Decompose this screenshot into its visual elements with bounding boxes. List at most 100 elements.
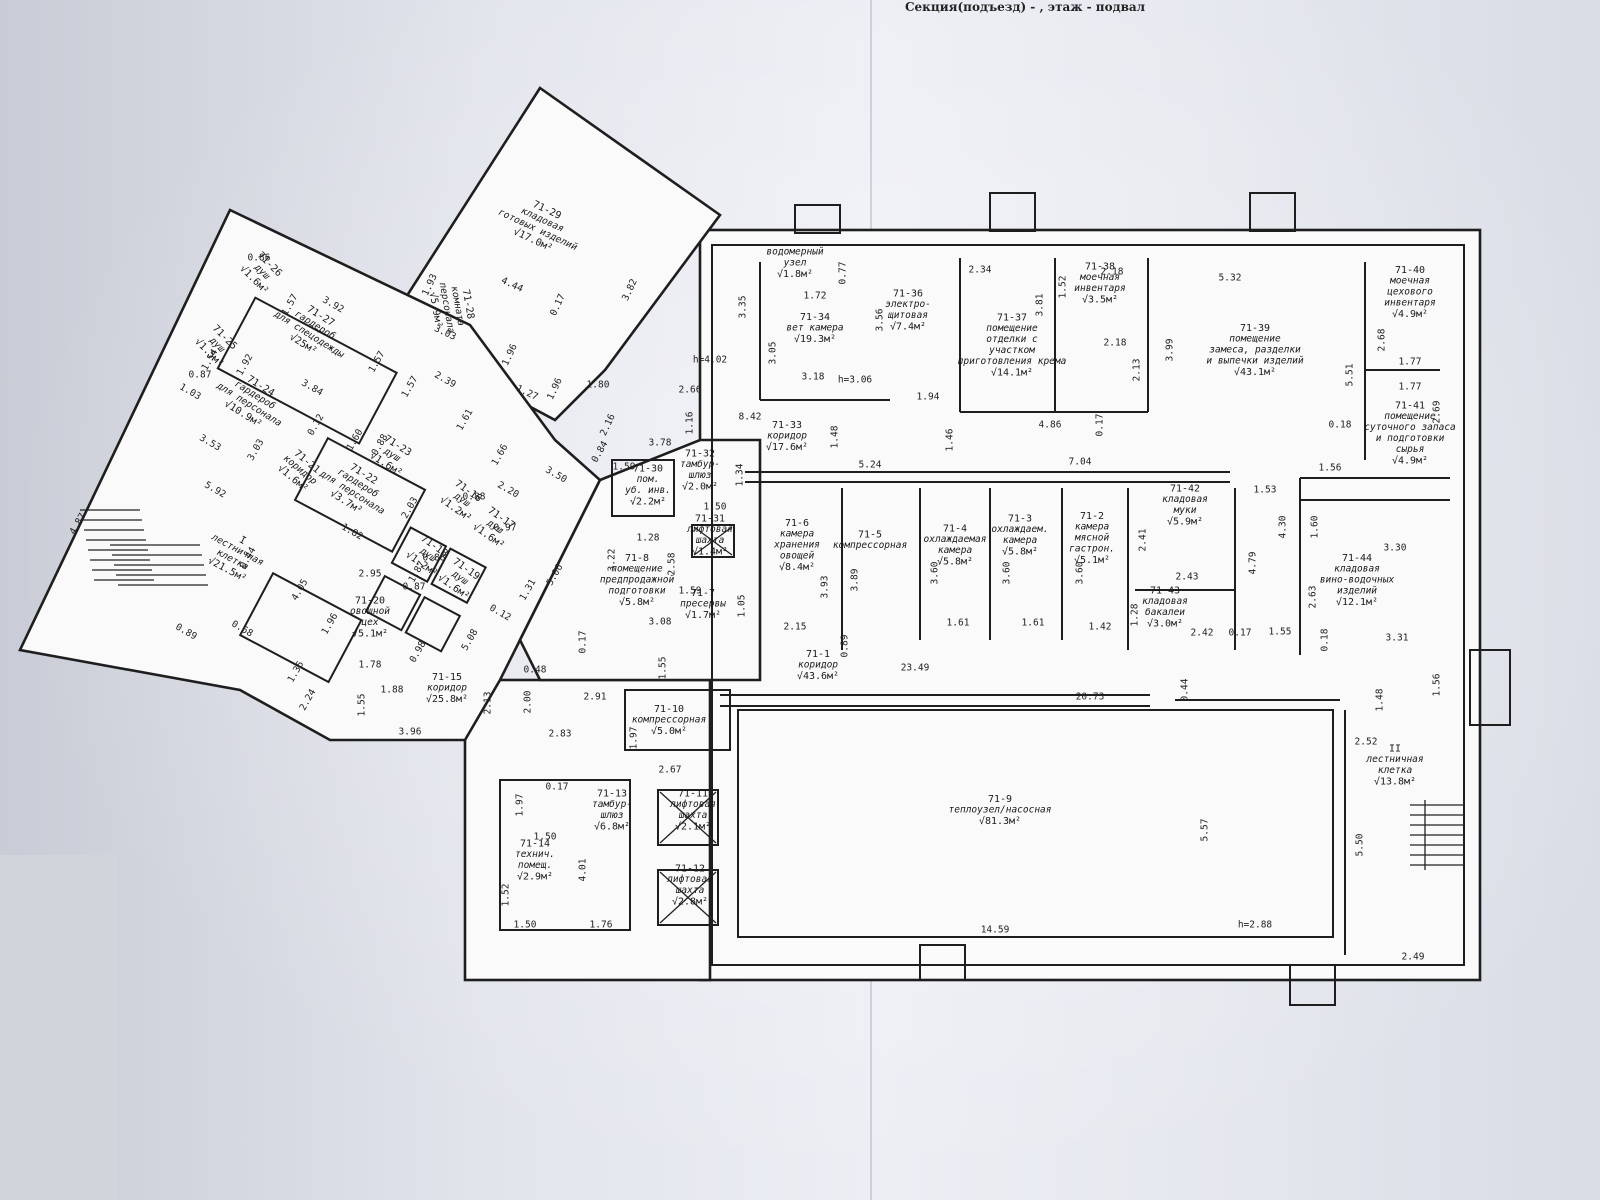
dimension-label: 1.94: [917, 392, 940, 403]
dimension-label: 5.24: [859, 460, 882, 471]
wall-room-71-22: [293, 436, 427, 554]
room-number: 71-10: [654, 704, 684, 715]
room-name: кладовая: [1142, 596, 1188, 607]
dimension-label: 1.55: [658, 657, 669, 680]
room-name: охлаждаем.: [991, 524, 1048, 535]
dimension-label: 1.05: [737, 595, 748, 618]
dimension-label: 8.42: [739, 412, 762, 423]
room-area: √43.6м²: [797, 670, 839, 682]
room-name: камера: [938, 545, 973, 556]
room-area: √1.8м²: [777, 268, 813, 280]
dimension-label: 0.97: [494, 523, 517, 534]
room-number: 71-31: [695, 514, 725, 525]
room-number: 71-4: [943, 524, 967, 535]
dimension-label: 1.48: [1375, 688, 1386, 711]
dimension-label: 0.87: [403, 582, 426, 593]
room-area: √2.9м²: [517, 871, 553, 883]
room-area: √2.0м²: [682, 481, 718, 493]
dimension-label: 2.91: [584, 692, 607, 703]
room-number: 71-7: [691, 588, 715, 599]
dimension-label: 0.77: [838, 262, 849, 285]
room-name: помещение: [611, 564, 663, 575]
dimension-label: 1.50: [704, 502, 727, 513]
window-pit-6: [1469, 649, 1511, 726]
dimension-label: 3.60: [930, 561, 941, 584]
room-number: 71-2: [1080, 511, 1104, 522]
wall-inner-east: [711, 244, 1465, 966]
dimension-label: 1.59: [679, 586, 702, 597]
dimension-label: 0.87: [189, 370, 212, 381]
room-name: помещение: [1229, 334, 1281, 345]
room-number: 71-15: [432, 672, 462, 683]
dimension-label: 2.18: [1104, 338, 1127, 349]
wall-room-shower-3: [364, 574, 422, 632]
room-name: шахта: [696, 535, 725, 546]
room-area: √7.4м²: [890, 321, 926, 333]
room-name: гастрон.: [1069, 544, 1115, 555]
walls: [18, 86, 1482, 982]
dimension-label: 2.18: [1101, 267, 1124, 278]
dimension-label: 2.52: [1355, 737, 1378, 748]
wall-room-71-20: [238, 571, 363, 684]
dimension-label: 3.35: [738, 296, 749, 319]
dimension-label: 3.81: [1035, 293, 1046, 316]
room-name: камера: [1003, 535, 1038, 546]
room-name: тамбур-: [592, 799, 632, 810]
room-name: отделки с: [986, 334, 1038, 345]
dimension-label: 3.93: [820, 576, 831, 599]
room-name: электро-: [885, 299, 931, 310]
room-name: цех: [361, 617, 378, 628]
room-area: √81.3м²: [979, 815, 1021, 827]
room-number: 71-33: [772, 420, 802, 431]
room-number: 71-6: [785, 518, 809, 529]
building-block-west-wing: [18, 208, 602, 742]
wall-room-71-9: [737, 709, 1334, 938]
dimension-label: 0.17: [578, 631, 589, 654]
room-name: муки: [1173, 505, 1197, 516]
dimension-label: 1.16: [685, 411, 696, 434]
dimension-label: 0.89: [840, 634, 851, 657]
room-name: пресервы: [680, 599, 726, 610]
dimension-label: 2.49: [1402, 952, 1425, 963]
room-number: 71-12: [675, 864, 705, 875]
dimension-label: 1.42: [1089, 622, 1112, 633]
room-area: √3.5м²: [1082, 294, 1118, 306]
room-area: √19.3м²: [794, 333, 836, 345]
room-name: шахта: [679, 810, 708, 821]
room-area: √1.4м²: [692, 546, 728, 558]
room-area: √4.9м²: [1392, 455, 1428, 467]
sheet-header: Секция(подъезд) - , этаж - подвал: [905, 0, 1146, 14]
dimension-label: 1.53: [1254, 485, 1277, 496]
dimension-label: 20.73: [1076, 692, 1105, 703]
dimension-label: 1.88: [381, 685, 404, 696]
staircase-ii-steps-path: [1410, 800, 1465, 870]
room-name: замеса, разделки: [1209, 345, 1301, 356]
dimension-label: 0.86: [248, 253, 271, 264]
wall-room-71-30: [611, 459, 675, 517]
dimension-label: 5.51: [1345, 363, 1356, 386]
dimension-label: 4.86: [1039, 420, 1062, 431]
dimension-label: 3.89: [850, 568, 861, 591]
dimension-label: 1.78: [359, 660, 382, 671]
dimension-label: 3.96: [399, 727, 422, 738]
room-area: √14.1м²: [991, 367, 1033, 379]
dimension-label: 1.28: [1130, 603, 1141, 626]
room-name: моечная: [1389, 276, 1430, 287]
room-number: 71-5: [858, 530, 882, 541]
dimension-label: 1.28: [637, 533, 660, 544]
dimension-label: 0.88: [423, 553, 446, 564]
dimension-label: 1.52: [1058, 276, 1069, 299]
dimension-label: 2.66: [679, 385, 702, 396]
